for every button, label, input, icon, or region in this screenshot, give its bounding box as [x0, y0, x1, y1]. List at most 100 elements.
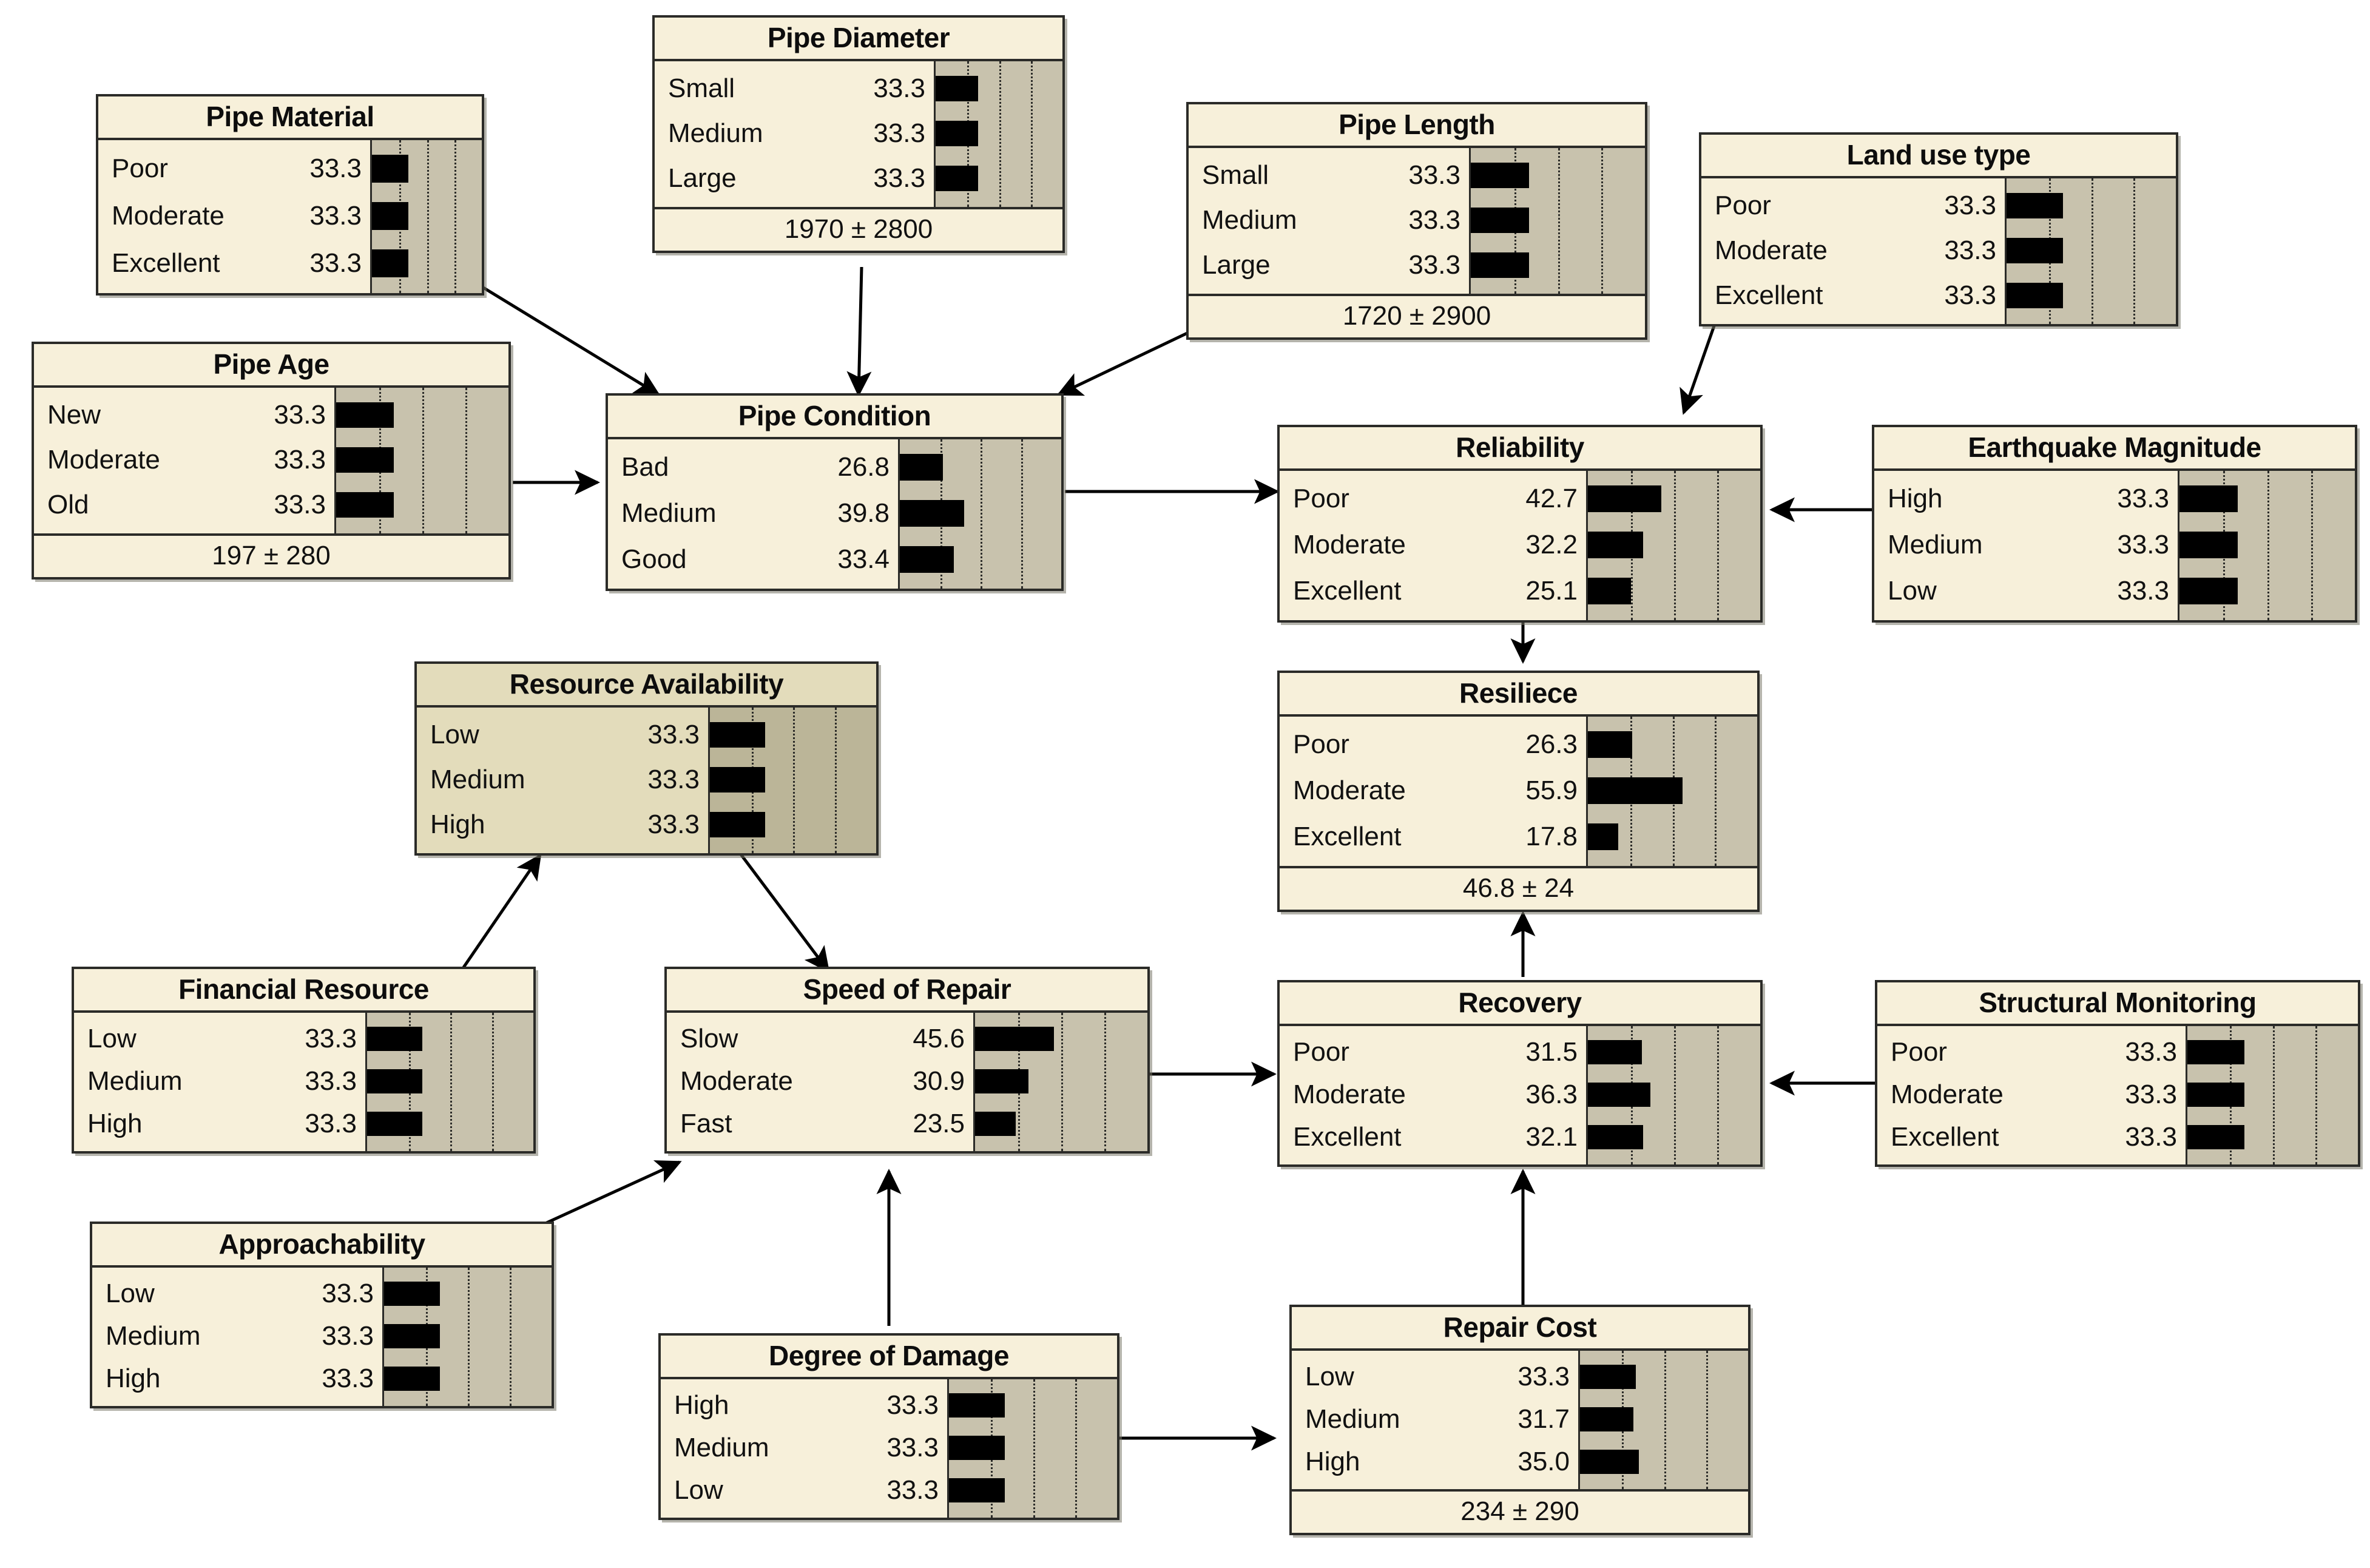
probability-bar — [2007, 282, 2063, 309]
bar-gridline — [1558, 148, 1560, 294]
bar-row — [384, 1357, 552, 1400]
bar-row — [900, 444, 1061, 490]
probability-bar — [1580, 1449, 1639, 1475]
probability-bar — [1588, 1124, 1644, 1150]
probability-bar — [1588, 1082, 1651, 1107]
bar-gridline — [1030, 61, 1033, 207]
node-title: Pipe Age — [34, 344, 508, 388]
bar-row — [975, 1060, 1147, 1103]
probability-bar — [384, 1281, 440, 1306]
edge-resource-availability-to-speed-of-repair — [736, 848, 830, 973]
node-title: Land use type — [1701, 135, 2176, 178]
bar-gridline — [793, 708, 795, 853]
bar-gridline — [999, 61, 1001, 207]
bar-row — [900, 536, 1061, 583]
bar-gridline — [427, 140, 429, 293]
bar-row — [1588, 1073, 1760, 1116]
probability-bar — [949, 1478, 1005, 1503]
bar-gridline — [1717, 1026, 1719, 1164]
bar-row — [1588, 522, 1760, 568]
bar-row — [336, 438, 508, 482]
bar-row — [1588, 476, 1760, 522]
node-mean: 46.8 ± 24 — [1280, 866, 1757, 910]
probability-bar — [367, 1026, 423, 1052]
bar-chart — [382, 1268, 552, 1406]
probability-bar — [367, 1069, 423, 1094]
bar-row — [1588, 1031, 1760, 1073]
bar-chart — [947, 1379, 1117, 1518]
node-title: Pipe Length — [1189, 104, 1645, 148]
node-title: Structural Monitoring — [1877, 982, 2358, 1026]
bar-gridline — [2315, 1026, 2317, 1164]
node-title: Pipe Condition — [608, 396, 1061, 439]
bar-row — [2007, 273, 2176, 318]
bar-gridline — [1061, 1013, 1063, 1151]
bar-gridline — [1033, 1379, 1035, 1518]
bar-row — [367, 1018, 533, 1060]
bar-chart — [1578, 1351, 1748, 1489]
bar-gridline — [1601, 148, 1604, 294]
bar-row — [2179, 522, 2355, 568]
probability-bar — [2187, 1039, 2244, 1065]
bar-row — [367, 1060, 533, 1103]
bar-row — [710, 712, 876, 757]
bar-gridline — [2267, 471, 2269, 620]
bar-row — [1580, 1398, 1748, 1441]
bar-gridline — [981, 439, 982, 589]
probability-bar — [936, 165, 978, 192]
edge-financial-resource-to-resource-availability — [459, 853, 542, 972]
bar-row — [1471, 243, 1645, 288]
node-title: Financial Resource — [74, 969, 533, 1013]
probability-bar — [900, 453, 944, 481]
probability-bar — [710, 721, 766, 748]
probability-bar — [1471, 207, 1529, 234]
